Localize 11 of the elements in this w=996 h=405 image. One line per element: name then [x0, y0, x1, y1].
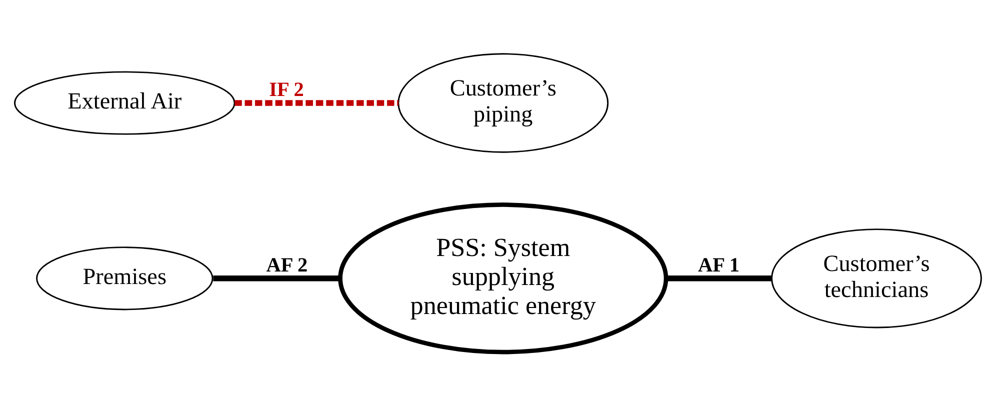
- node-ellipse: Customer’s technicians: [771, 228, 982, 328]
- connector: [666, 275, 772, 281]
- node-ellipse: Premises: [36, 246, 214, 310]
- node-ellipse: External Air: [14, 70, 236, 134]
- node-ellipse: Customer’s piping: [398, 52, 609, 152]
- edge-label: AF 2: [266, 254, 308, 276]
- connector: [234, 100, 398, 106]
- edge-label: IF 2: [269, 78, 304, 101]
- edge-label: AF 1: [698, 254, 740, 276]
- node-ellipse: PSS: System supplying pneumatic energy: [338, 202, 668, 354]
- connector: [213, 275, 340, 281]
